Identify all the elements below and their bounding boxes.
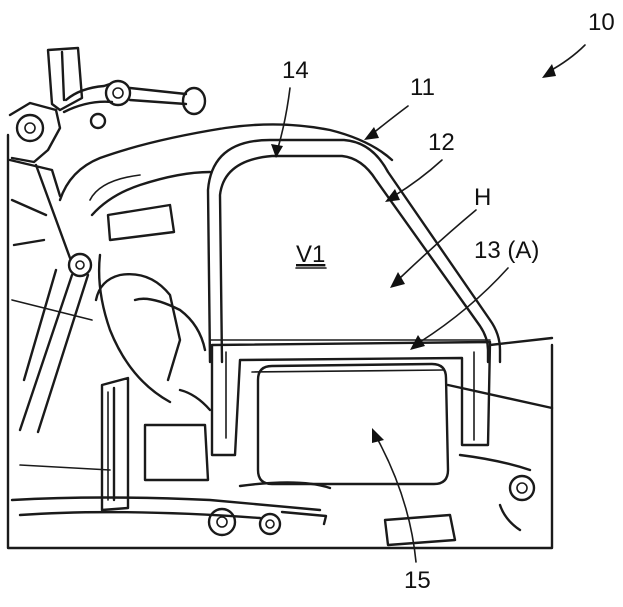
- arrow-11: [364, 127, 379, 140]
- label-ref-15: 15: [404, 567, 431, 594]
- handlebar-assembly: [46, 46, 207, 130]
- leader-lines: [271, 44, 586, 563]
- tank-plate: [106, 203, 176, 242]
- label-ref-10: 10: [588, 9, 615, 36]
- label-ref-v1: V1: [296, 241, 325, 268]
- tank-contour: [58, 123, 394, 404]
- label-ref-h: H: [474, 184, 491, 211]
- arrow-14: [271, 144, 283, 158]
- shock-absorber: [18, 252, 93, 434]
- label-ref-11: 11: [410, 74, 435, 101]
- storage-box: [251, 362, 450, 486]
- rear-assembly: [383, 336, 554, 547]
- arrow-13a: [410, 335, 425, 350]
- arrow-h: [390, 272, 405, 288]
- drawing-frame: [6, 133, 554, 550]
- label-ref-13a: 13 (A): [474, 237, 539, 264]
- label-ref-14: 14: [282, 57, 309, 84]
- front-fork: [8, 101, 72, 260]
- label-ref-12: 12: [428, 129, 455, 156]
- arrow-15: [372, 428, 384, 443]
- protective-frame: [206, 138, 502, 364]
- engine-block: [11, 273, 212, 482]
- chassis-rails: [10, 481, 332, 537]
- side-panel: [100, 376, 130, 512]
- lower-cradle: [209, 339, 492, 457]
- arrow-12: [385, 189, 400, 202]
- arrow-10: [542, 64, 556, 78]
